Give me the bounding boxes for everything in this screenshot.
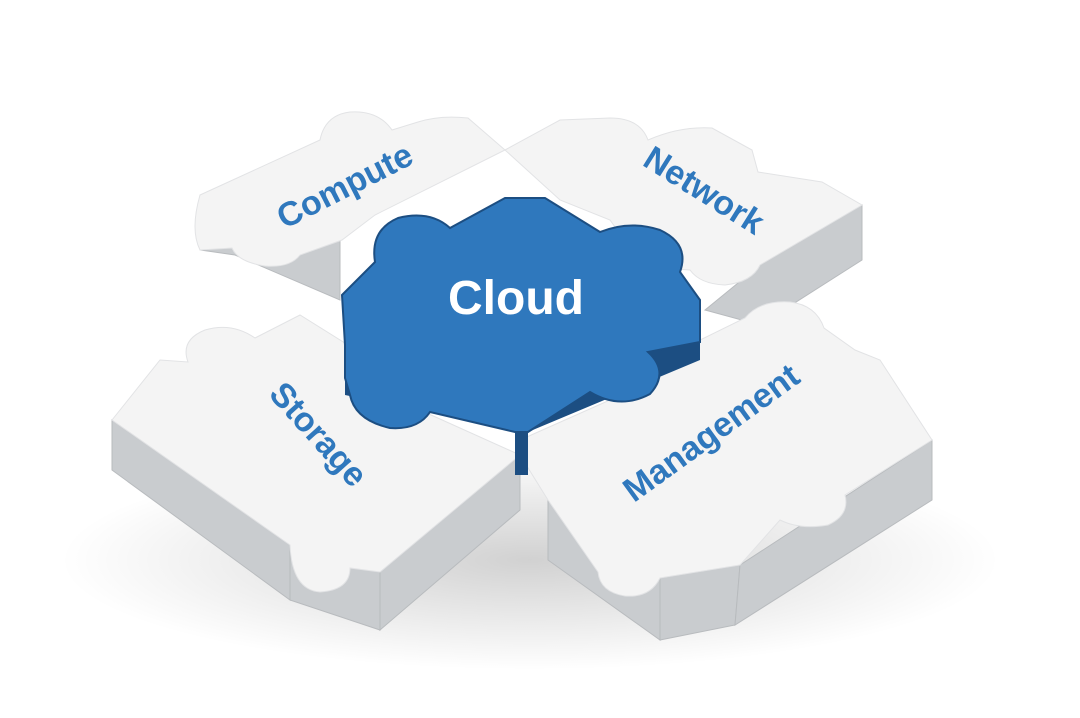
puzzle-piece-management bbox=[519, 301, 933, 641]
cloud-label: Cloud bbox=[448, 272, 584, 325]
puzzle-piece-storage bbox=[111, 314, 521, 632]
puzzle-piece-compute bbox=[194, 111, 506, 301]
puzzle-piece-cloud bbox=[340, 197, 701, 475]
puzzle-piece-network bbox=[504, 117, 863, 326]
